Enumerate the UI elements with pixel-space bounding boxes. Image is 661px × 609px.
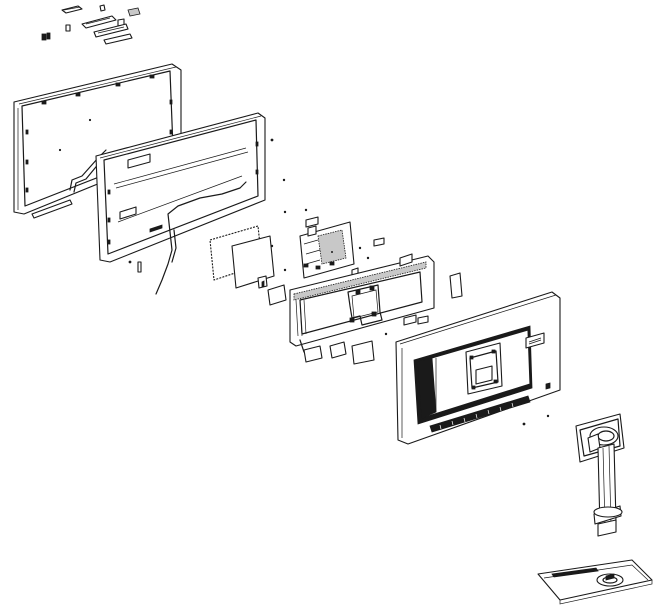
main-board	[267, 208, 385, 306]
front-bezel	[13, 63, 182, 219]
stand-neck	[575, 413, 625, 537]
shield-sheet	[209, 138, 287, 289]
stand-base	[537, 559, 653, 605]
middle-frame	[289, 251, 463, 365]
display-panel	[95, 112, 266, 295]
back-cover	[395, 291, 561, 445]
accessory-small-parts	[41, 4, 141, 45]
